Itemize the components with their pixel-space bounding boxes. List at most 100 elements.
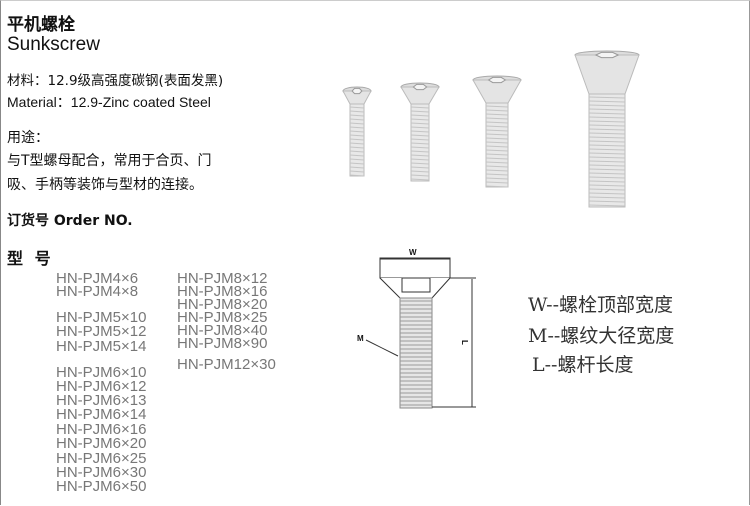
material-en: Material：12.9-Zinc coated Steel	[7, 94, 211, 110]
model-item: HN-PJM4×6	[56, 270, 139, 287]
thread-line	[588, 116, 626, 119]
dim-label-m: M	[357, 334, 364, 343]
thread-line	[588, 204, 626, 207]
usage-label: 用途：	[7, 130, 49, 146]
thread-line	[410, 166, 430, 169]
title-en: Sunkscrew	[7, 34, 100, 55]
thread-line	[349, 110, 365, 113]
thread-line	[588, 192, 626, 195]
thread-line	[410, 158, 430, 161]
thread-line	[349, 154, 365, 157]
thread-line	[485, 149, 509, 152]
thread-line	[410, 162, 430, 165]
thread-line	[410, 106, 430, 109]
thread-line	[349, 158, 365, 161]
thread-line	[485, 161, 509, 164]
thread-line	[410, 154, 430, 157]
leader-line-m	[365, 339, 399, 357]
model-item: HN-PJM8×40	[177, 322, 268, 339]
thread-line	[588, 152, 626, 155]
screw-head	[472, 79, 522, 104]
title-cn: 平机螺栓	[7, 15, 75, 35]
thread-line	[349, 170, 365, 173]
model-item: HN-PJM4×8	[56, 283, 139, 300]
thread-line	[410, 170, 430, 173]
model-item: HN-PJM5×10	[56, 309, 147, 326]
thread-line	[349, 130, 365, 133]
thread-line	[485, 141, 509, 144]
thread-line	[410, 150, 430, 153]
dim-label-w: W	[409, 248, 417, 257]
thread-line	[410, 138, 430, 141]
thread-line	[485, 177, 509, 180]
thread-line	[485, 121, 509, 124]
model-item: HN-PJM8×25	[177, 309, 268, 326]
legend-w: W--螺栓顶部宽度	[528, 294, 673, 316]
thread-line	[349, 134, 365, 137]
thread-line	[588, 128, 626, 131]
thread-line	[485, 185, 509, 188]
thread-line	[349, 138, 365, 141]
model-label: 型 号	[7, 249, 51, 268]
model-item: HN-PJM6×50	[56, 478, 147, 495]
model-item: HN-PJM8×20	[177, 296, 268, 313]
model-item: HN-PJM6×30	[56, 464, 147, 481]
diagram-socket	[401, 277, 431, 293]
model-item: HN-PJM6×12	[56, 378, 147, 395]
thread-line	[485, 109, 509, 112]
thread-line	[349, 142, 365, 145]
thread-line	[410, 126, 430, 129]
thread-line	[410, 122, 430, 125]
thread-line	[410, 178, 430, 181]
thread-line	[485, 137, 509, 140]
usage-line-1: 与T型螺母配合，常用于合页、门	[7, 153, 212, 169]
thread-line	[485, 117, 509, 120]
model-item: HN-PJM8×16	[177, 283, 268, 300]
diagram-head	[379, 257, 451, 279]
thread-line	[485, 169, 509, 172]
thread-line	[410, 114, 430, 117]
thread-line	[588, 140, 626, 143]
thread-line	[588, 164, 626, 167]
usage-line-2: 吸、手柄等装饰与型材的连接。	[7, 177, 203, 193]
thread-line	[588, 176, 626, 179]
material-cn: 材料：12.9级高强度碳钢(表面发黑)	[7, 73, 224, 89]
screw-head	[574, 54, 640, 95]
model-item: HN-PJM6×10	[56, 364, 147, 381]
thread-line	[588, 184, 626, 187]
model-item: HN-PJM6×14	[56, 406, 147, 423]
thread-line	[588, 196, 626, 199]
thread-line	[349, 118, 365, 121]
thread-line	[410, 174, 430, 177]
thread-line	[485, 145, 509, 148]
thread-line	[588, 120, 626, 123]
legend-m: M--螺纹大径宽度	[528, 325, 675, 347]
thread-line	[588, 124, 626, 127]
thread-line	[588, 144, 626, 147]
thread-line	[588, 180, 626, 183]
thread-line	[349, 126, 365, 129]
model-item: HN-PJM5×14	[56, 338, 147, 355]
thread-line	[588, 172, 626, 175]
thread-line	[410, 134, 430, 137]
thread-line	[485, 133, 509, 136]
thread-line	[485, 129, 509, 132]
model-item: HN-PJM12×30	[177, 356, 276, 373]
thread-line	[588, 136, 626, 139]
thread-line	[588, 160, 626, 163]
thread-line	[588, 156, 626, 159]
thread-line	[588, 100, 626, 103]
thread-line	[485, 153, 509, 156]
thread-line	[410, 110, 430, 113]
thread-line	[410, 130, 430, 133]
thread-line	[349, 150, 365, 153]
model-item: HN-PJM6×25	[56, 450, 147, 467]
thread-line	[349, 146, 365, 149]
thread-line	[410, 118, 430, 121]
thread-line	[485, 157, 509, 160]
thread-line	[349, 122, 365, 125]
thread-line	[349, 166, 365, 169]
dim-label-l: L	[459, 340, 469, 345]
